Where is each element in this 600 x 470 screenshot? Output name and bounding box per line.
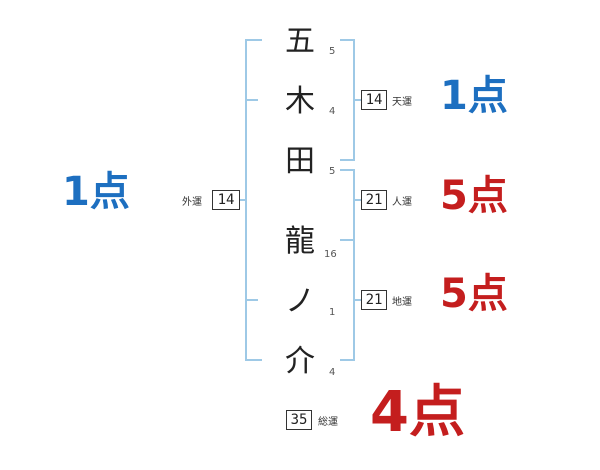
gaiun-score: 1点 — [62, 169, 130, 215]
stroke-count-2: 4 — [329, 106, 336, 117]
stroke-count-6: 4 — [329, 367, 336, 378]
souun-label: 総運 — [318, 417, 338, 428]
chiun-bracket — [340, 239, 355, 361]
name-char-3: 田 — [285, 144, 315, 179]
chiun-label: 地運 — [392, 297, 412, 308]
gaiun-box: 14 — [212, 190, 240, 210]
tenun-bracket — [340, 39, 355, 161]
jinun-box: 21 — [361, 190, 387, 210]
jinun-score: 5点 — [440, 173, 508, 219]
chiun-box: 21 — [361, 290, 387, 310]
stroke-count-4: 16 — [324, 249, 337, 260]
name-char-1: 五 — [285, 24, 315, 59]
name-char-4: 龍 — [285, 224, 315, 259]
tenun-label: 天運 — [392, 97, 412, 108]
chiun-score: 5点 — [440, 271, 508, 317]
stroke-count-1: 5 — [329, 46, 336, 57]
tenun-box: 14 — [361, 90, 387, 110]
gaiun-bracket — [245, 39, 262, 361]
stroke-count-5: 1 — [329, 307, 336, 318]
stroke-count-3: 5 — [329, 166, 336, 177]
tenun-score: 1点 — [440, 73, 508, 119]
gaiun-label: 外運 — [182, 197, 202, 208]
name-char-6: 介 — [285, 344, 315, 379]
name-char-5: ノ — [285, 284, 315, 319]
souun-box: 35 — [286, 410, 312, 430]
souun-score: 4点 — [370, 380, 465, 445]
name-char-2: 木 — [285, 84, 315, 119]
jinun-label: 人運 — [392, 197, 412, 208]
jinun-bracket — [340, 169, 355, 241]
